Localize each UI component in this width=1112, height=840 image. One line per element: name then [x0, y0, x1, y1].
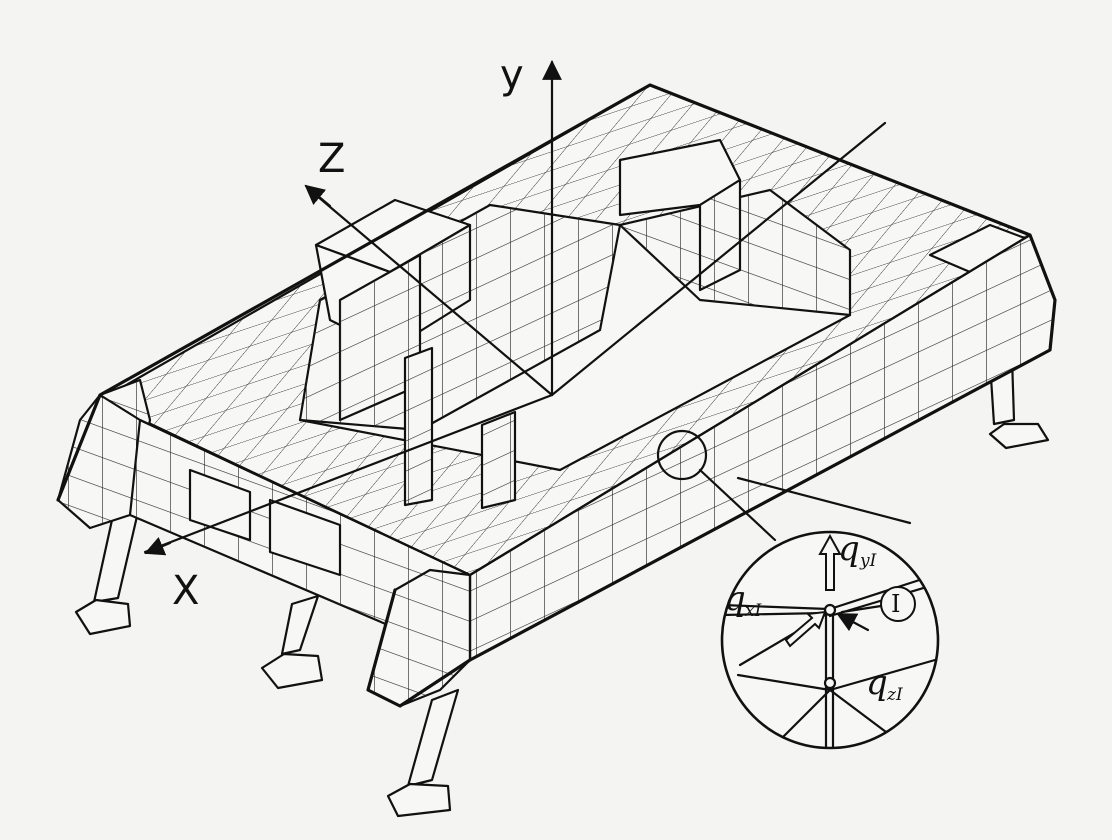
qx-arrow — [784, 610, 827, 648]
support-legs — [74, 356, 1050, 818]
node-detail-inset: q yI q xI q zI I — [720, 529, 940, 750]
x-axis-line — [143, 393, 554, 554]
frame-body — [56, 83, 1057, 708]
callout-guide-line — [736, 476, 912, 525]
qy-arrow — [818, 533, 842, 591]
node-label: I — [891, 590, 900, 618]
leg-front-middle — [260, 594, 324, 690]
detail-callout: q yI q xI q zI I — [656, 429, 940, 750]
z-axis-line — [308, 188, 554, 397]
detail-marker-circle — [656, 429, 708, 481]
x-axis-label: X — [172, 568, 199, 614]
leg-front-left — [74, 510, 140, 636]
coordinate-axes: y Z X — [143, 52, 887, 614]
qz-subscript: zI — [886, 685, 903, 705]
qz-arrow — [836, 612, 870, 632]
y-axis-label: y — [500, 52, 524, 98]
node-label-circle — [880, 586, 916, 622]
leg-front-right — [386, 688, 460, 818]
node-point — [823, 603, 837, 617]
z-axis-arrow — [304, 184, 332, 208]
qx-label: q — [724, 579, 746, 619]
callout-leader-line — [698, 468, 777, 542]
lower-node-point — [823, 676, 837, 690]
z-axis-label: Z — [318, 136, 345, 182]
qz-label: q — [866, 663, 888, 703]
qy-subscript: yI — [859, 551, 877, 571]
qy-label: q — [838, 529, 860, 569]
qx-subscript: xI — [745, 601, 762, 621]
z-axis-back-line — [550, 121, 887, 397]
x-axis-arrow — [144, 537, 172, 556]
